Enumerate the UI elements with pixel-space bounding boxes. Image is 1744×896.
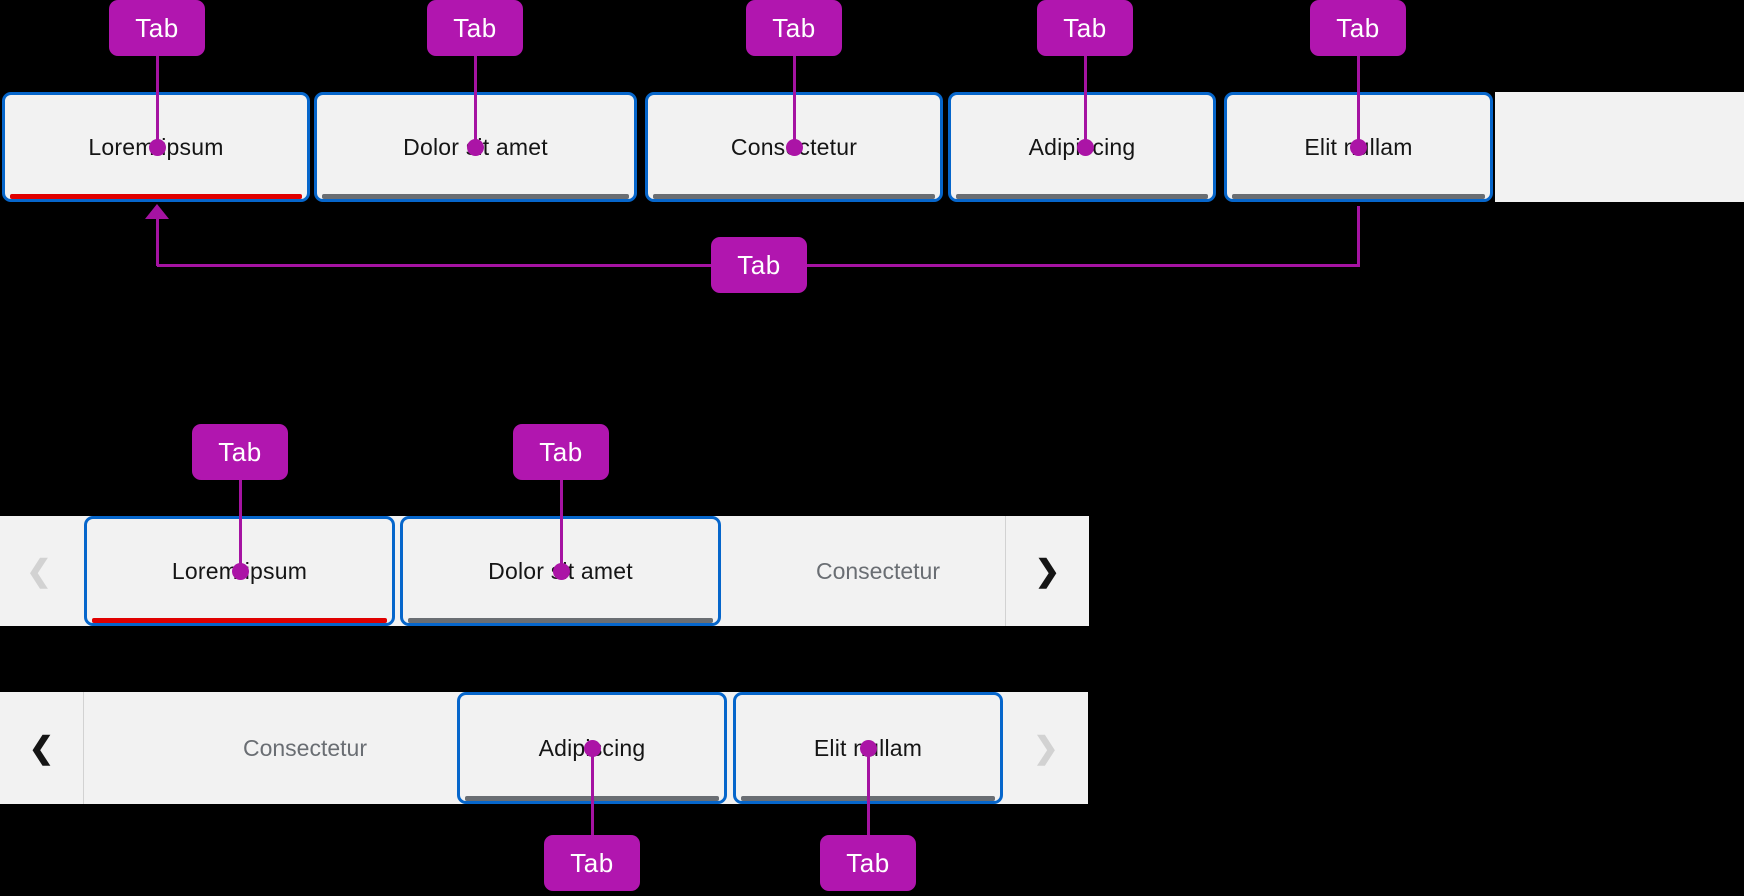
scroll-left-button[interactable]: ❮	[28, 731, 55, 765]
tab-underline	[1232, 194, 1485, 199]
active-tab-underline	[10, 194, 302, 199]
annotation-dot	[149, 139, 166, 156]
annotation-dot	[860, 740, 877, 757]
annotation-arrowhead	[145, 204, 169, 219]
annotation-badge-tab: Tab	[746, 0, 842, 56]
annotation-badge-tab: Tab	[711, 237, 807, 293]
scroll-right-button[interactable]: ❯	[1033, 731, 1059, 765]
scroll-divider	[1005, 516, 1006, 626]
annotation-dot	[786, 139, 803, 156]
annotation-leader-line	[156, 56, 159, 148]
annotation-badge-tab: Tab	[1310, 0, 1406, 56]
annotation-dot	[553, 563, 570, 580]
annotation-badge-tab: Tab	[513, 424, 609, 480]
scrollable-tab-bar-end: ❮ Consectetur Adipiscing Elit nullam ❯	[0, 692, 1088, 804]
tab-underline	[653, 194, 935, 199]
annotation-leader-line	[1357, 206, 1360, 267]
scrollable-tab-bar-start: ❮ Lorem ipsum Dolor sit amet Consectetur…	[0, 516, 1089, 626]
annotation-leader-line	[1084, 56, 1087, 148]
annotation-badge-tab: Tab	[109, 0, 205, 56]
scroll-right-button[interactable]: ❯	[1034, 554, 1061, 588]
active-tab-underline	[92, 618, 387, 623]
scroll-divider	[83, 692, 84, 804]
scroll-left-button[interactable]: ❮	[26, 554, 52, 588]
annotation-leader-line	[156, 218, 159, 266]
annotation-badge-tab: Tab	[427, 0, 523, 56]
annotation-dot	[232, 563, 249, 580]
tab-underline	[956, 194, 1208, 199]
tab-underline	[322, 194, 629, 199]
annotation-dot	[584, 740, 601, 757]
annotation-badge-tab: Tab	[192, 424, 288, 480]
tab-underline	[408, 618, 713, 623]
annotation-dot	[1077, 139, 1094, 156]
top-tab-bar-filler	[1495, 92, 1744, 202]
annotation-leader-line	[560, 480, 563, 571]
annotation-leader-line	[1357, 56, 1360, 148]
tab-consectetur-overflow[interactable]: Consectetur	[242, 734, 367, 761]
annotation-badge-tab: Tab	[544, 835, 640, 891]
annotation-leader-line	[474, 56, 477, 148]
tab-consectetur-overflow[interactable]: Consectetur	[815, 557, 940, 584]
annotation-badge-tab: Tab	[1037, 0, 1133, 56]
annotation-leader-line	[239, 480, 242, 571]
annotation-leader-line	[867, 748, 870, 835]
annotation-dot	[1350, 139, 1367, 156]
annotation-badge-tab: Tab	[820, 835, 916, 891]
annotation-leader-line	[591, 748, 594, 835]
annotation-dot	[467, 139, 484, 156]
annotation-leader-line	[793, 56, 796, 148]
